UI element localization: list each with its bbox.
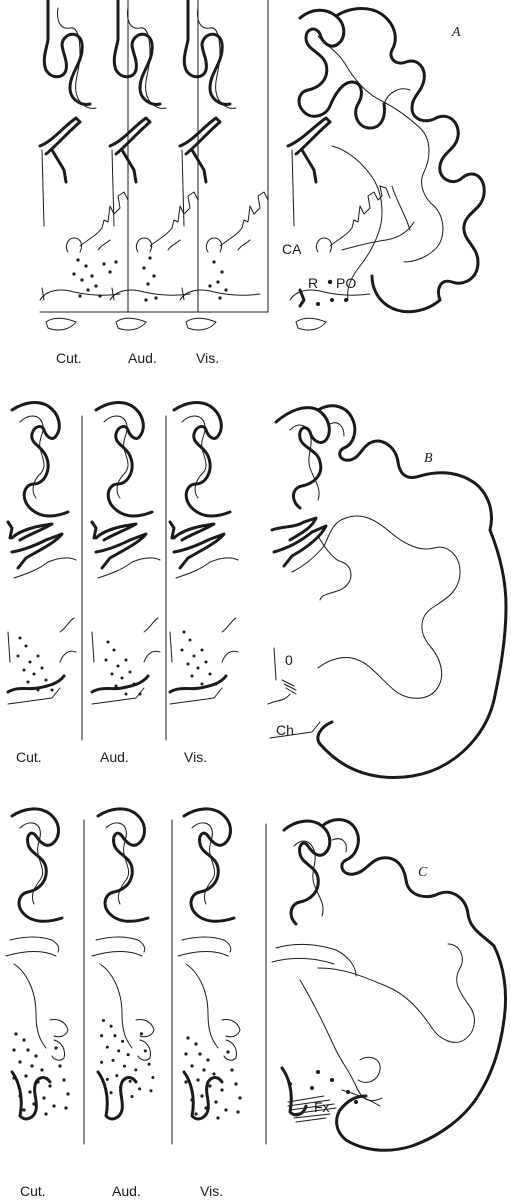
structure-label-o: 0: [285, 652, 293, 668]
strip-label-cut-a: Cut.: [56, 350, 82, 366]
panel-b-strip-vis: [170, 403, 238, 704]
panel-c-strip-aud: [92, 809, 172, 1144]
structure-label-fx: Fx: [314, 1099, 330, 1115]
strip-label-aud-a: Aud.: [128, 350, 157, 366]
panel-c-full-hemisphere: [272, 820, 506, 1151]
strip-label-aud-c: Aud.: [112, 1183, 141, 1199]
strip-label-aud-b: Aud.: [100, 749, 129, 765]
panel-c: Fx C Cut. Aud. Vis.: [6, 809, 506, 1199]
panel-letter-a: A: [451, 25, 461, 40]
structure-label-r: R: [308, 275, 318, 291]
structure-label-po: PO: [336, 275, 356, 291]
panel-letter-c: C: [418, 865, 428, 880]
panel-b-strip-aud: [92, 403, 166, 740]
structure-label-ch: Ch: [276, 722, 294, 738]
structure-label-ca: CA: [282, 241, 302, 257]
panel-c-strip-cut: [6, 809, 84, 1144]
panel-b-full-hemisphere: [268, 406, 506, 778]
panel-c-strip-vis: [178, 809, 266, 1144]
strip-label-cut-b: Cut.: [16, 749, 42, 765]
panel-a-strip-vis: [180, 0, 268, 330]
panel-a: CA R PO A Cut. Aud. Vis.: [40, 0, 484, 366]
strip-label-vis-c: Vis.: [200, 1183, 223, 1199]
panel-letter-b: B: [424, 451, 433, 466]
strip-label-cut-c: Cut.: [20, 1183, 46, 1199]
strip-label-vis-a: Vis.: [196, 350, 219, 366]
panel-b: Ch 0 B Cut. Aud. Vis.: [8, 403, 506, 778]
strip-label-vis-b: Vis.: [184, 749, 207, 765]
panel-b-strip-cut: [8, 403, 82, 740]
